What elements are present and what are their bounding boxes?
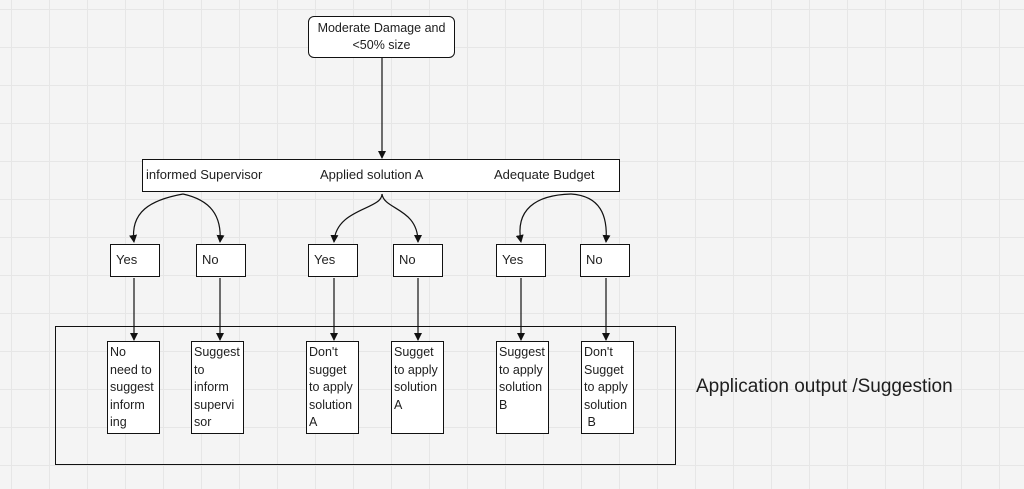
output-dont-suggest-solution-b: Don't Sugget to apply solution B: [581, 341, 634, 434]
output-caption: Application output /Suggestion: [696, 376, 953, 397]
output-suggest-solution-b: Suggest to apply solution B: [496, 341, 549, 434]
branch-supervisor-yes: Yes: [110, 244, 160, 277]
branch-budget-no: No: [580, 244, 630, 277]
root-node: Moderate Damage and <50% size: [308, 16, 455, 58]
branch-solution-yes: Yes: [308, 244, 358, 277]
connector-solution-yes: [330, 193, 383, 243]
connector-budget-yes: [515, 193, 572, 243]
criteria-adequate-budget: Adequate Budget: [494, 167, 595, 182]
branch-supervisor-no: No: [196, 244, 246, 277]
output-dont-suggest-solution-a: Don't sugget to apply solution A: [306, 341, 359, 434]
root-line-1: Moderate Damage and: [317, 21, 446, 35]
criteria-box: [142, 159, 620, 192]
root-line-2: <50% size: [352, 38, 411, 52]
connector-solution-no: [381, 193, 422, 243]
connector-budget-no: [570, 193, 611, 243]
branch-solution-no: No: [393, 244, 443, 277]
output-group-box: [55, 326, 676, 465]
output-suggest-inform-supervisor: Suggest to inform supervi sor: [191, 341, 244, 434]
output-no-need-to-suggest: No need to suggest inform ing: [107, 341, 160, 434]
output-suggest-solution-a: Sugget to apply solution A: [391, 341, 444, 434]
branch-budget-yes: Yes: [496, 244, 546, 277]
criteria-informed-supervisor: informed Supervisor: [146, 167, 263, 182]
criteria-applied-solution-a: Applied solution A: [320, 167, 424, 182]
connector-supervisor-yes: [129, 193, 184, 243]
connector-supervisor-no: [182, 193, 225, 243]
